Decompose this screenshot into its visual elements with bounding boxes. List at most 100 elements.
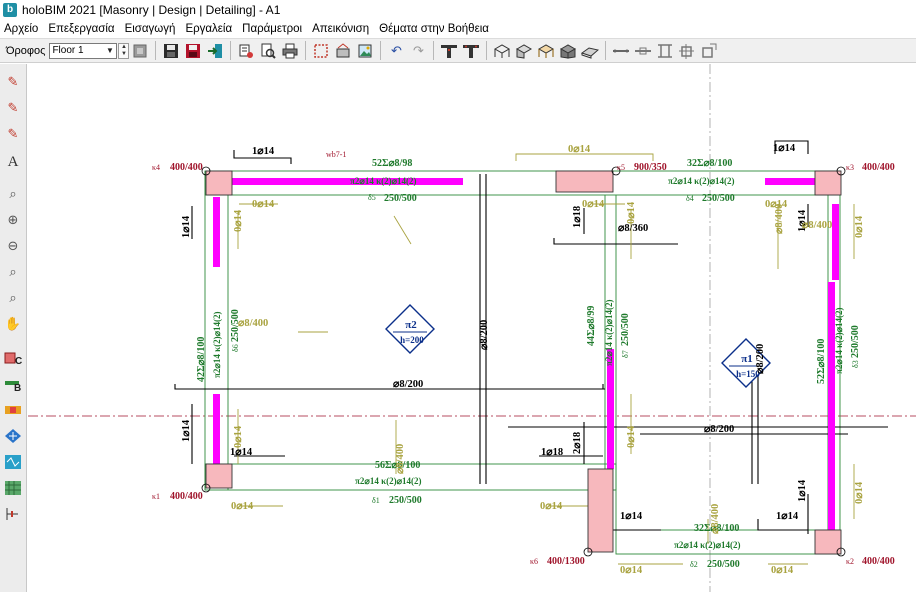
column-insert-button[interactable]: C — [3, 348, 23, 368]
menu-insert[interactable]: Εισαγωγή — [124, 23, 176, 35]
rebar-label: 0⌀14 — [252, 199, 275, 210]
menu-file[interactable]: Αρχείο — [4, 23, 39, 35]
menu-view[interactable]: Απεικόνιση — [312, 23, 370, 35]
rebar-label: 0⌀14 — [582, 199, 605, 210]
menu-edit[interactable]: Επεξεργασία — [48, 23, 115, 35]
menu-tools[interactable]: Εργαλεία — [185, 23, 233, 35]
column-k3-label: κ3 — [846, 163, 854, 172]
rebar-label: 0⌀14 — [771, 565, 794, 576]
column-k5-label: κ5 — [617, 163, 625, 172]
opening-insert-button[interactable] — [3, 452, 23, 472]
hatch-button[interactable] — [3, 478, 23, 498]
move-tool-button[interactable] — [699, 41, 719, 61]
column-k4[interactable] — [205, 170, 233, 196]
slab-marker-s1[interactable]: π1 h=150 — [721, 338, 771, 388]
beam-b3-bottom: π2⌀14 κ(2)⌀14(2) — [834, 307, 844, 374]
slab-marker-s2[interactable]: π2 h=200 — [385, 304, 435, 354]
redo-icon: ↷ — [413, 43, 424, 58]
save-as-button[interactable] — [183, 41, 203, 61]
zoom-previous-button[interactable]: ⌕ — [3, 288, 23, 308]
view-3d-full-button[interactable] — [558, 41, 578, 61]
export-button[interactable] — [205, 41, 225, 61]
beam-insert-button[interactable]: B — [3, 374, 23, 394]
column-tool-button[interactable] — [655, 41, 675, 61]
section-button[interactable] — [333, 41, 353, 61]
column-k3[interactable] — [814, 170, 842, 196]
column-labels: κ4 400/400 κ1 400/400 κ5 900/350 κ6 400/… — [152, 162, 895, 567]
rebar-label: 1⌀18 — [572, 206, 583, 228]
rebar-label: 1⌀14 — [797, 209, 808, 232]
toolbar-separator — [305, 41, 307, 60]
wall-icon — [5, 406, 21, 414]
pan-button[interactable]: ✋ — [3, 314, 23, 334]
zoom-out-icon: ⊖ — [7, 238, 19, 253]
column-icon — [658, 43, 673, 58]
column-k5[interactable] — [555, 170, 614, 193]
menu-parameters[interactable]: Παράμετροι — [242, 23, 303, 35]
beam-b2-label: δ2 — [690, 560, 698, 569]
toolbar-separator — [230, 41, 232, 60]
zoom-window-button[interactable]: ⌕ — [3, 184, 23, 204]
grid-tool-button[interactable] — [677, 41, 697, 61]
zoom-in-button[interactable]: ⊕ — [3, 210, 23, 230]
rebar-label: ⌀8/200 — [755, 344, 766, 374]
rebar-label: ⌀8/360 — [618, 223, 648, 234]
slab-insert-button[interactable] — [3, 426, 23, 446]
drawing-canvas[interactable]: π2 h=200 π1 h=150 κ4 400/400 κ1 400/400 … — [28, 64, 916, 592]
beam-b2-stirrups: 32Σ⌀8/100 — [694, 523, 739, 534]
print-button[interactable] — [280, 41, 300, 61]
preview-button[interactable] — [258, 41, 278, 61]
column-nodes — [201, 166, 846, 557]
beam-detail-button[interactable] — [461, 41, 481, 61]
zoom-extents-button[interactable]: ⌕ — [3, 262, 23, 282]
text-a-icon: A — [7, 153, 19, 170]
left-toolbar: ✎ ✎ ✎ A ⌕ ⊕ ⊖ ⌕ ⌕ ✋ C B — [0, 64, 27, 592]
wall-insert-button[interactable] — [3, 400, 23, 420]
toolbar-separator — [155, 41, 157, 60]
toolbar-separator — [486, 41, 488, 60]
text-tool-button[interactable]: A — [3, 152, 23, 172]
opening-icon — [5, 455, 21, 469]
image-button[interactable] — [355, 41, 375, 61]
beam-b5-bottom: π2⌀14 κ(2)⌀14(2) — [350, 176, 417, 186]
redo-button[interactable]: ↷ — [408, 41, 428, 61]
column-k5-size: 900/350 — [634, 162, 667, 173]
floor-dropdown[interactable]: Floor 1 ▼ — [49, 42, 118, 59]
slab-view-button[interactable] — [580, 41, 600, 61]
floor-properties-button[interactable] — [130, 41, 150, 61]
column-k2-label: κ2 — [846, 557, 854, 566]
rebar-tool-3-button[interactable]: ✎ — [3, 124, 23, 144]
save-button[interactable] — [161, 41, 181, 61]
calculate-button[interactable] — [236, 41, 256, 61]
spin-up-icon[interactable]: ▲ — [120, 43, 127, 50]
top-rebars — [237, 153, 855, 565]
line-tool-button[interactable] — [611, 41, 631, 61]
floor-plan-drawing[interactable]: π2 h=200 π1 h=150 κ4 400/400 κ1 400/400 … — [28, 64, 916, 592]
rebar-tool-1-button[interactable]: ✎ — [3, 72, 23, 92]
zoom-out-button[interactable]: ⊖ — [3, 236, 23, 256]
select-region-button[interactable] — [311, 41, 331, 61]
menu-bar: Αρχείο Επεξεργασία Εισαγωγή Εργαλεία Παρ… — [0, 20, 916, 38]
rebar-tool-2-button[interactable]: ✎ — [3, 98, 23, 118]
beam-b5-size: 250/500 — [384, 193, 417, 204]
hand-icon: ✋ — [4, 316, 22, 331]
menu-help[interactable]: Θέματα στην Βοήθεια — [379, 23, 489, 35]
beam-b4-bottom: π2⌀14 κ(2)⌀14(2) — [668, 176, 735, 186]
rebar-label: 0⌀14 — [626, 425, 637, 448]
view-3d-color-button[interactable] — [536, 41, 556, 61]
spin-down-icon[interactable]: ▼ — [120, 50, 127, 57]
rebar-label: 0⌀14 — [626, 201, 637, 224]
column-k1[interactable] — [205, 463, 233, 489]
undo-button[interactable]: ↶ — [386, 41, 406, 61]
view-3d-walls-button[interactable] — [514, 41, 534, 61]
column-k6[interactable] — [587, 468, 614, 553]
column-k2[interactable] — [814, 529, 842, 555]
svg-text:B: B — [14, 383, 21, 392]
bottom-rebar-bars — [213, 178, 839, 530]
detail-tool-button[interactable] — [3, 504, 23, 524]
floppy-disk-icon — [164, 43, 179, 58]
beam-tool-button[interactable] — [439, 41, 459, 61]
floor-spinner[interactable]: ▲ ▼ — [118, 42, 130, 59]
view-3d-button[interactable] — [492, 41, 512, 61]
dimension-tool-button[interactable] — [633, 41, 653, 61]
